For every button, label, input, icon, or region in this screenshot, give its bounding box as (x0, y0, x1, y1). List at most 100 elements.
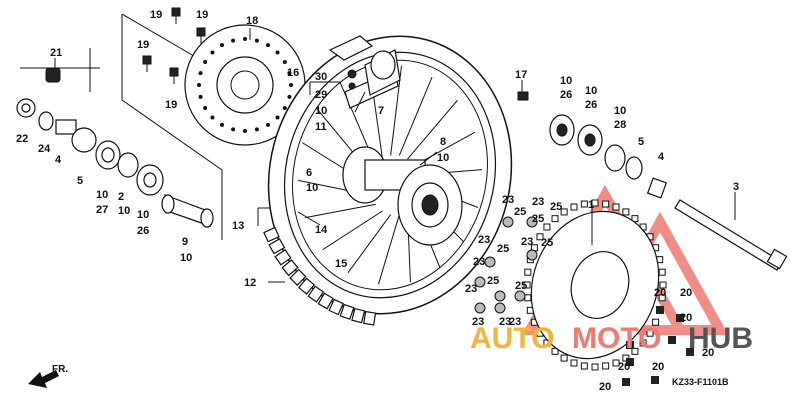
tread-knob (351, 307, 366, 324)
part-label-23: 23 (473, 256, 485, 268)
sprocket-tooth (659, 281, 667, 289)
watermark-moto: MOTO (572, 322, 661, 355)
part-label-6: 6 (306, 167, 312, 179)
disc-hole (220, 122, 224, 127)
part-label-20: 20 (618, 361, 630, 373)
part-label-27: 27 (96, 204, 108, 216)
tread-knob (274, 248, 292, 266)
part-label-7: 7 (378, 105, 384, 117)
tread-knob (328, 298, 344, 316)
rear-sprocket (523, 199, 667, 371)
sprocket-tooth (570, 359, 578, 367)
part-label-8: 8 (440, 136, 446, 148)
sprocket-nut (526, 216, 538, 228)
sprocket-tooth (591, 363, 599, 371)
part-label-20: 20 (599, 381, 611, 393)
part-label-4: 4 (658, 151, 665, 163)
part-label-21: 21 (50, 47, 62, 59)
spoke (322, 210, 383, 251)
sprocket-tooth (658, 268, 666, 276)
disc-hole (210, 115, 215, 120)
disc-hole (282, 106, 287, 110)
part-label-14: 14 (315, 224, 328, 236)
sprocket-fasteners (474, 216, 694, 386)
spoke (407, 99, 458, 160)
part-label-16: 16 (287, 67, 299, 79)
part-label-18: 18 (246, 15, 258, 27)
part-label-5: 5 (638, 136, 644, 148)
sprocket-tooth (580, 200, 588, 208)
part-label-25: 25 (550, 201, 562, 213)
right-bearings (517, 91, 668, 199)
part-label-23: 23 (532, 196, 544, 208)
part-label-2: 2 (118, 191, 124, 203)
sprocket-tooth (543, 223, 551, 231)
sprocket-tooth (580, 362, 588, 370)
disc-hole (203, 60, 208, 64)
part-label-10: 10 (137, 209, 149, 221)
disc-hole (243, 129, 247, 133)
sprocket-tooth (631, 347, 639, 355)
part-label-30: 30 (315, 71, 327, 83)
disc-hole (198, 71, 203, 76)
tread-knob (317, 292, 334, 310)
sprocket-nut (502, 216, 514, 228)
sprocket-nut (494, 302, 506, 314)
disc-hole (198, 94, 203, 99)
sprocket-nut (494, 290, 506, 302)
part-label-10: 10 (306, 182, 318, 194)
watermark-auto: AUTO (470, 322, 554, 355)
part-label-17: 17 (515, 69, 527, 81)
spoke (347, 214, 392, 274)
part-label-20: 20 (652, 361, 664, 373)
drawing-code: KZ33-F1101B (672, 377, 729, 387)
part-label-26: 26 (137, 225, 149, 237)
part-label-19: 19 (165, 99, 177, 111)
disc-hole (275, 50, 280, 55)
part-label-19: 19 (150, 9, 162, 21)
part-label-15: 15 (335, 258, 347, 270)
part-label-22: 22 (16, 133, 28, 145)
disc-hole (266, 122, 270, 127)
part-label-9: 9 (182, 236, 188, 248)
sprocket-tooth (602, 200, 610, 208)
part-label-20: 20 (680, 287, 692, 299)
part-label-11: 11 (315, 121, 327, 133)
sprocket-tooth (524, 294, 532, 302)
part-label-19: 19 (196, 9, 208, 21)
tread-knob (339, 303, 355, 320)
sprocket-nut (474, 302, 486, 314)
disc-hole (254, 127, 259, 132)
sprocket-bolt (656, 306, 664, 314)
part-label-24: 24 (38, 143, 51, 155)
watermark-text: AUTO MOTO HUB (470, 322, 753, 355)
part-label-10: 10 (560, 75, 572, 87)
caliper-bracket (328, 35, 401, 109)
part-label-25: 25 (514, 206, 526, 218)
rear-axle (674, 199, 788, 271)
part-label-26: 26 (585, 99, 597, 111)
sprocket-tooth (560, 354, 568, 362)
disc-hole (289, 83, 293, 87)
sprocket-nut (514, 290, 526, 302)
sprocket-bolt (626, 358, 634, 366)
part-label-10: 10 (437, 152, 449, 164)
sprocket-tooth (570, 203, 578, 211)
disc-hole (266, 43, 270, 48)
watermark-hub: HUB (688, 322, 753, 355)
disc-hole (287, 71, 292, 76)
sprocket-tooth (560, 208, 568, 216)
part-label-20: 20 (702, 347, 714, 359)
part-label-4: 4 (55, 154, 62, 166)
disc-hole (243, 37, 247, 41)
sprocket-tooth (602, 362, 610, 370)
sprocket-tooth (591, 199, 599, 207)
part-label-20: 20 (654, 287, 666, 299)
tread-knob (307, 285, 325, 303)
part-label-10: 10 (118, 205, 130, 217)
tread-knob (268, 238, 286, 255)
spoke (378, 214, 400, 285)
